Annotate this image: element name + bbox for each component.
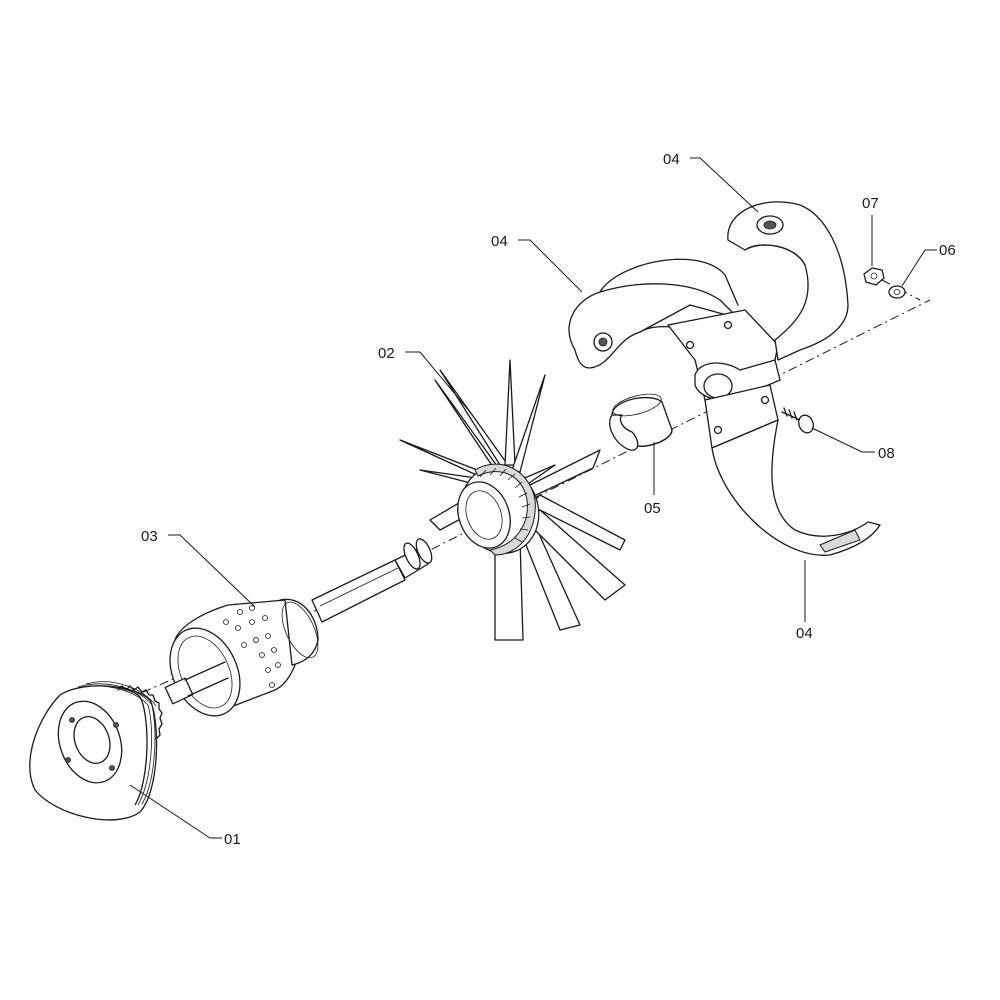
part-04-strap-right (727, 201, 849, 361)
part-01-pulley (29, 681, 163, 821)
leader-02 (405, 351, 471, 413)
leader-08 (811, 427, 875, 453)
callout-labels: 01 02 03 04 04 04 05 06 07 08 (141, 151, 956, 848)
callout-07: 07 (862, 195, 879, 212)
callout-03: 03 (141, 528, 158, 545)
leader-04a (518, 239, 583, 293)
leader-03 (168, 534, 256, 608)
leader-06 (901, 249, 937, 287)
callout-04-bracket: 04 (796, 625, 813, 642)
part-05-bushing (609, 393, 673, 451)
callout-06: 06 (939, 242, 956, 259)
callout-08: 08 (878, 445, 895, 462)
part-07-nut (863, 267, 885, 286)
part-08-screw (781, 407, 814, 434)
callout-02: 02 (378, 345, 395, 362)
part-04-bracket (667, 309, 881, 556)
callout-04-right-strap: 04 (663, 151, 680, 168)
callout-01: 01 (224, 831, 241, 848)
part-06-washer (888, 285, 906, 299)
part-02-fan-impeller (399, 359, 626, 641)
drum-holes (223, 605, 281, 688)
hub-knurl (479, 467, 531, 543)
callout-04-left-strap: 04 (491, 233, 508, 250)
leader-01 (129, 784, 222, 839)
callout-05: 05 (644, 500, 661, 517)
part-03-shaft-drum (164, 538, 433, 717)
leader-lines (129, 157, 937, 839)
leader-04b (690, 157, 759, 213)
